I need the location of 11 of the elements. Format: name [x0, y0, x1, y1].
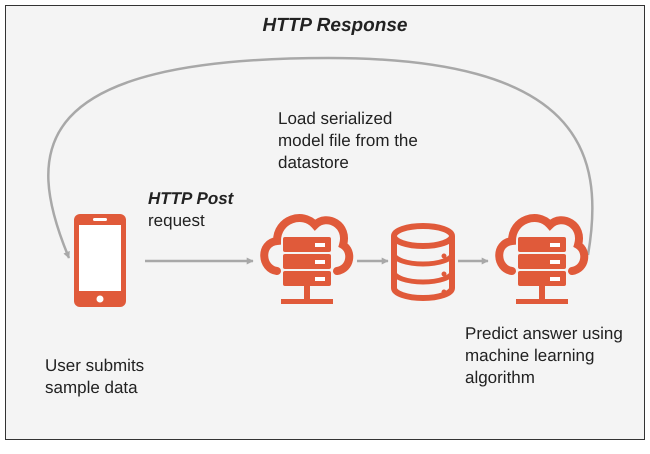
arrow: [458, 258, 489, 264]
caption-text: User submits sample data: [45, 355, 146, 400]
edge-label: HTTP Post request: [148, 188, 235, 232]
arrow: [357, 258, 389, 264]
arrow: [145, 258, 254, 264]
smartphone-icon: [73, 213, 127, 308]
arrow: [48, 56, 594, 259]
note-text: Load serialized model file from the datastore: [278, 108, 419, 174]
edge-label: HTTP Response: [262, 14, 408, 38]
caption-text: Predict answer using machine learning algorithm: [465, 323, 624, 390]
database-icon: [390, 222, 456, 302]
